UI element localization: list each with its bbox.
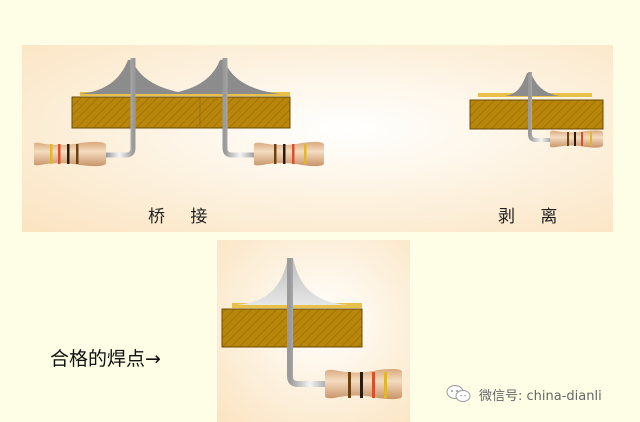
resistor	[254, 141, 324, 167]
bridged-solder	[78, 60, 280, 94]
component-lead	[106, 58, 136, 158]
bridge-caption: 桥 接	[148, 207, 218, 227]
circuit-board	[71, 96, 291, 129]
component-lead	[222, 58, 255, 158]
wechat-icon	[445, 384, 473, 404]
peel-diagram	[469, 72, 604, 148]
resistor	[550, 130, 603, 148]
watermark: 微信号: china-dianli	[445, 384, 602, 404]
circuit-board	[469, 99, 604, 130]
component-lead	[287, 258, 330, 387]
good-joint-diagram	[221, 258, 402, 400]
watermark-text: 微信号: china-dianli	[479, 388, 602, 404]
component-lead	[528, 72, 552, 142]
resistor	[34, 141, 106, 167]
good-joint-label: 合格的焊点→	[50, 348, 161, 370]
peel-caption: 剥 离	[498, 207, 568, 227]
solder-fillet	[505, 73, 560, 96]
bridge-diagram	[34, 58, 324, 167]
copper-pad	[232, 303, 362, 308]
resistor	[325, 368, 402, 400]
